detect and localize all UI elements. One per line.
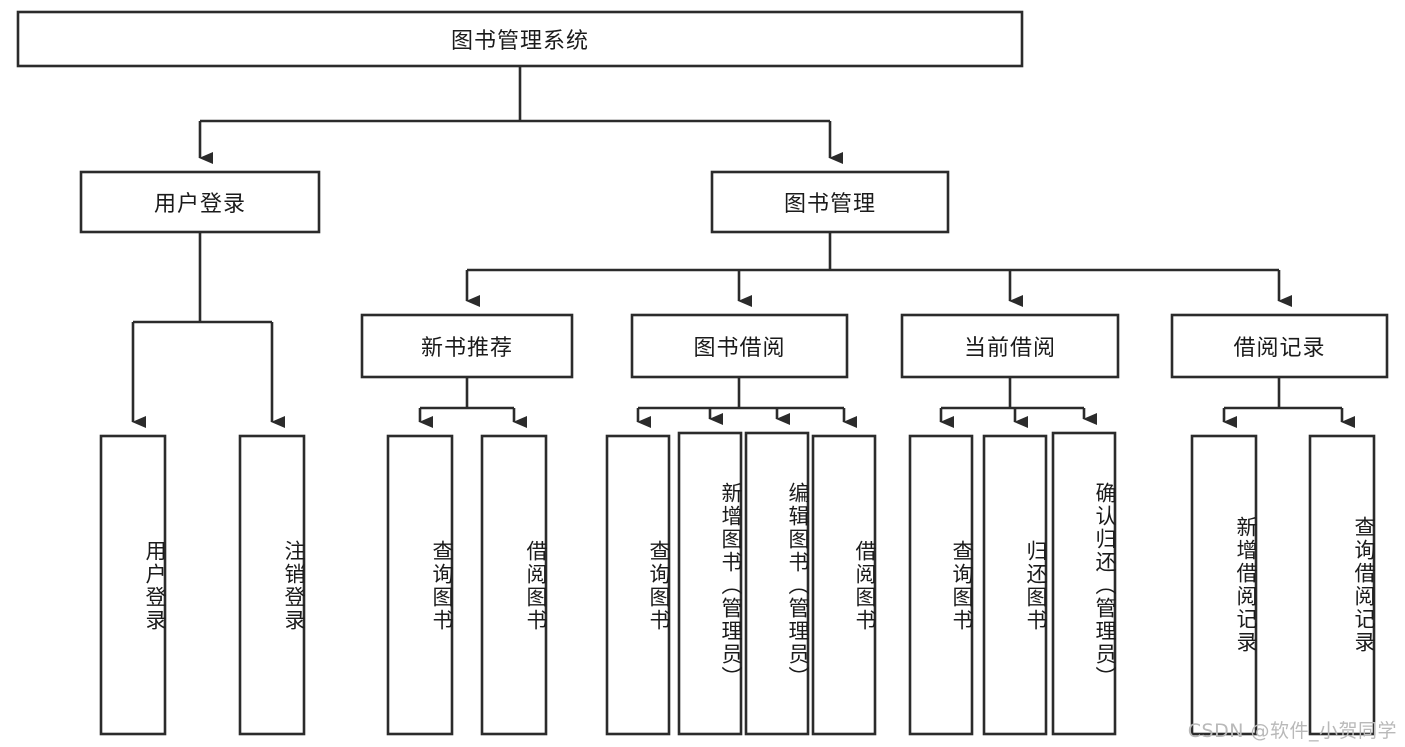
node-leaf-return-book[interactable]: [982, 434, 1048, 736]
node-root[interactable]: [16, 10, 1024, 68]
connector-new-book-recommend-to-leaves: [418, 377, 527, 428]
node-new-book-recommend[interactable]: [360, 313, 574, 379]
node-leaf-add-book[interactable]: [677, 431, 743, 736]
connector-root-to-level1: [198, 66, 843, 164]
connector-current-borrow-to-leaves: [939, 377, 1097, 428]
connector-book-borrow-to-leaves: [636, 377, 857, 428]
node-user-login[interactable]: [79, 170, 321, 234]
node-book-manage[interactable]: [710, 170, 950, 234]
node-leaf-edit-book[interactable]: [744, 431, 810, 736]
connector-user-login-to-leaves: [131, 232, 285, 428]
connector-book-manage-to-level2: [465, 232, 1292, 307]
node-current-borrow[interactable]: [900, 313, 1120, 379]
node-leaf-query-record[interactable]: [1308, 434, 1376, 736]
node-leaf-user-login[interactable]: [99, 434, 167, 736]
node-leaf-confirm-return[interactable]: [1051, 431, 1117, 736]
node-book-borrow[interactable]: [630, 313, 849, 379]
node-leaf-query-book-1[interactable]: [386, 434, 454, 736]
node-borrow-record[interactable]: [1170, 313, 1389, 379]
node-leaf-borrow-book-2[interactable]: [811, 434, 877, 736]
node-leaf-query-book-2[interactable]: [605, 434, 671, 736]
node-leaf-add-record[interactable]: [1190, 434, 1258, 736]
node-leaf-borrow-book-1[interactable]: [480, 434, 548, 736]
node-leaf-logout[interactable]: [238, 434, 306, 736]
node-leaf-query-book-3[interactable]: [908, 434, 974, 736]
connector-borrow-record-to-leaves: [1222, 377, 1355, 428]
